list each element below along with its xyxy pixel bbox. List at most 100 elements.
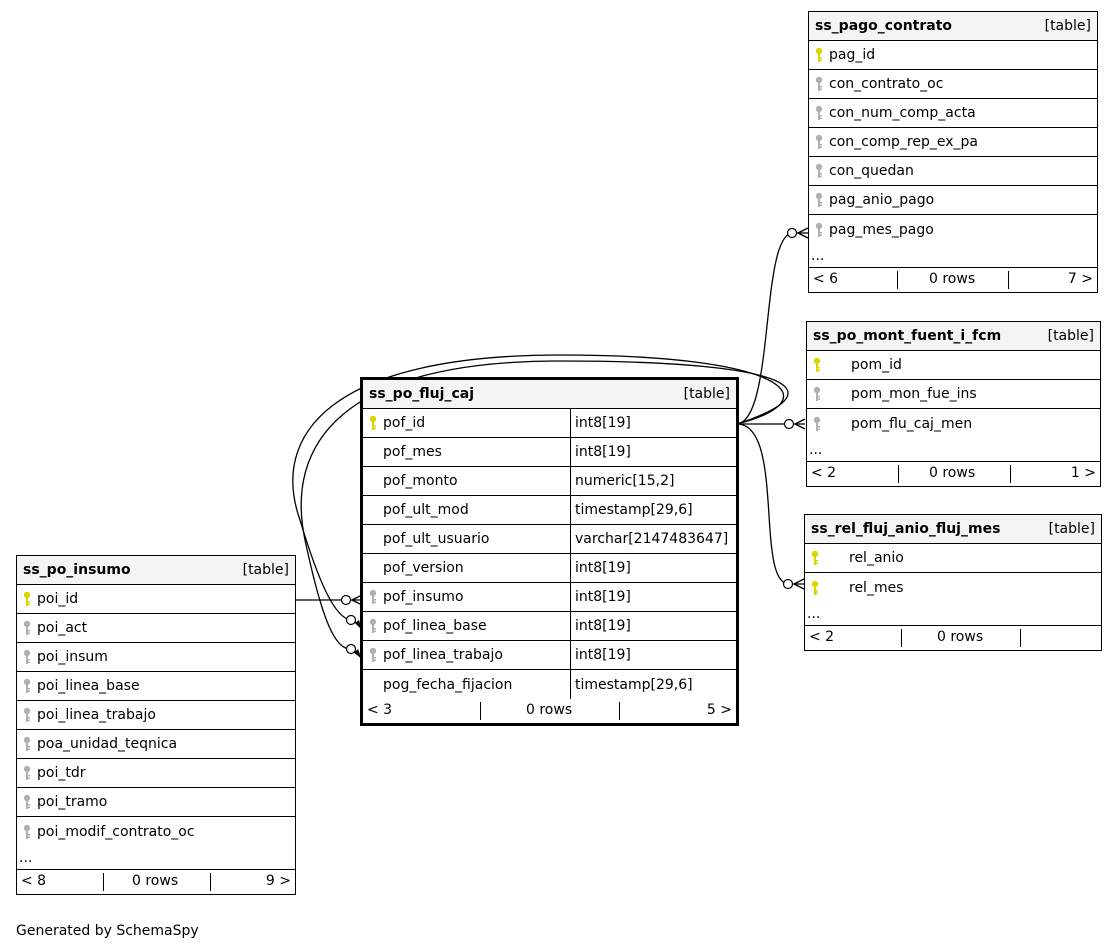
column-row[interactable]: poi_tdr xyxy=(17,759,295,788)
yellow-key-icon xyxy=(369,415,377,431)
column-row[interactable]: poi_act xyxy=(17,614,295,643)
gray-key-icon xyxy=(23,649,31,665)
link-rel-fluj xyxy=(736,423,804,585)
column-name: pag_anio_pago xyxy=(829,192,935,208)
column-cell: pof_insumo xyxy=(363,583,464,611)
column-row[interactable]: con_contrato_oc xyxy=(809,70,1097,99)
column-row[interactable]: poi_insum xyxy=(17,643,295,672)
column-name: rel_mes xyxy=(849,579,904,596)
column-row[interactable]: poi_id xyxy=(17,585,295,614)
parents-count[interactable]: < 3 xyxy=(367,702,393,718)
parents-count[interactable]: < 8 xyxy=(21,873,47,889)
column-name: con_comp_rep_ex_pa xyxy=(829,134,978,150)
column-list: rel_anio rel_mes xyxy=(805,544,1101,602)
column-cell: pom_flu_caj_men xyxy=(807,409,972,438)
column-type: int8[19] xyxy=(570,583,631,611)
gray-key-icon xyxy=(23,765,31,781)
row-count: 0 rows xyxy=(937,629,984,645)
parents-count[interactable]: < 2 xyxy=(811,465,837,481)
table-type-tag: [table] xyxy=(1048,521,1095,537)
column-cell: pof_monto xyxy=(363,467,458,495)
table-name: ss_pago_contrato xyxy=(815,18,953,34)
column-cell: pom_mon_fue_ins xyxy=(807,380,977,408)
parents-count[interactable]: < 2 xyxy=(809,629,835,645)
gray-key-icon xyxy=(815,192,823,208)
table-footer: < 3 0 rows 5 > xyxy=(363,699,736,723)
gray-key-icon xyxy=(815,76,823,92)
table-footer: < 2 0 rows 1 > xyxy=(807,462,1100,486)
column-row[interactable]: con_quedan xyxy=(809,157,1097,186)
column-row[interactable]: pag_anio_pago xyxy=(809,186,1097,215)
children-count[interactable]: 9 > xyxy=(265,873,291,889)
column-name: con_num_comp_acta xyxy=(829,105,976,121)
table-name: ss_po_fluj_caj xyxy=(369,386,474,402)
column-row[interactable]: pag_id xyxy=(809,41,1097,70)
column-cell: pog_fecha_fijacion xyxy=(363,670,512,699)
table-header: ss_rel_fluj_anio_fluj_mes [table] xyxy=(805,515,1101,544)
column-type: int8[19] xyxy=(570,409,631,437)
column-row[interactable]: poi_tramo xyxy=(17,788,295,817)
ellipsis: ... xyxy=(807,438,1100,462)
column-cell: poi_linea_base xyxy=(17,672,140,700)
column-type: int8[19] xyxy=(570,612,631,640)
column-name: poi_id xyxy=(37,591,79,607)
column-type: varchar[2147483647] xyxy=(570,525,728,553)
column-row[interactable]: pom_flu_caj_men xyxy=(807,409,1100,438)
column-row[interactable]: poi_modif_contrato_oc xyxy=(17,817,295,846)
table-name: ss_rel_fluj_anio_fluj_mes xyxy=(811,521,1001,537)
column-row[interactable]: pag_mes_pago xyxy=(809,215,1097,244)
column-name: pag_id xyxy=(829,47,876,63)
column-name: con_quedan xyxy=(829,163,914,179)
column-cell: poi_insum xyxy=(17,643,108,671)
column-cell: pof_ult_mod xyxy=(363,496,469,524)
column-cell: con_contrato_oc xyxy=(809,70,943,98)
column-row[interactable]: rel_anio xyxy=(805,544,1101,573)
column-row[interactable]: rel_mes xyxy=(805,573,1101,602)
row-count: 0 rows xyxy=(132,873,179,889)
children-count[interactable]: 5 > xyxy=(706,702,732,718)
table-header: ss_po_fluj_caj [table] xyxy=(363,380,736,409)
column-cell: rel_anio xyxy=(805,544,904,572)
children-count[interactable]: 1 > xyxy=(1070,465,1096,481)
table-header: ss_po_mont_fuent_i_fcm [table] xyxy=(807,322,1100,351)
gray-key-icon xyxy=(23,620,31,636)
yellow-key-icon xyxy=(813,357,821,373)
column-row[interactable]: con_num_comp_acta xyxy=(809,99,1097,128)
column-cell: poi_tramo xyxy=(17,788,107,816)
table-footer: < 6 0 rows 7 > xyxy=(809,268,1097,292)
column-name: poi_linea_trabajo xyxy=(37,707,156,723)
ellipsis: ... xyxy=(809,244,1097,268)
column-row[interactable]: con_comp_rep_ex_pa xyxy=(809,128,1097,157)
generated-by-note: Generated by SchemaSpy xyxy=(16,923,199,939)
column-cell: pof_id xyxy=(363,409,425,437)
column-row[interactable]: pom_mon_fue_ins xyxy=(807,380,1100,409)
parents-count[interactable]: < 6 xyxy=(813,271,839,287)
column-name: poi_act xyxy=(37,620,88,636)
table-ss-rel-fluj-anio-fluj-mes[interactable]: ss_rel_fluj_anio_fluj_mes [table] rel_an… xyxy=(804,514,1102,651)
column-row[interactable]: pom_id xyxy=(807,351,1100,380)
column-type: int8[19] xyxy=(570,554,631,582)
column-cell: pof_mes xyxy=(363,438,442,466)
column-row[interactable]: poi_linea_base xyxy=(17,672,295,701)
column-row[interactable]: pof_insumo int8[19] xyxy=(363,583,736,612)
column-name: poi_insum xyxy=(37,649,108,665)
column-name: pof_id xyxy=(383,415,426,431)
children-count[interactable]: 7 > xyxy=(1067,271,1093,287)
row-count: 0 rows xyxy=(526,702,573,718)
column-row[interactable]: pof_id int8[19] xyxy=(363,409,736,438)
column-list: poi_id poi_act poi_insum poi_linea_base poi_… xyxy=(17,585,295,846)
column-row[interactable]: poa_unidad_teqnica xyxy=(17,730,295,759)
column-row[interactable]: poi_linea_trabajo xyxy=(17,701,295,730)
